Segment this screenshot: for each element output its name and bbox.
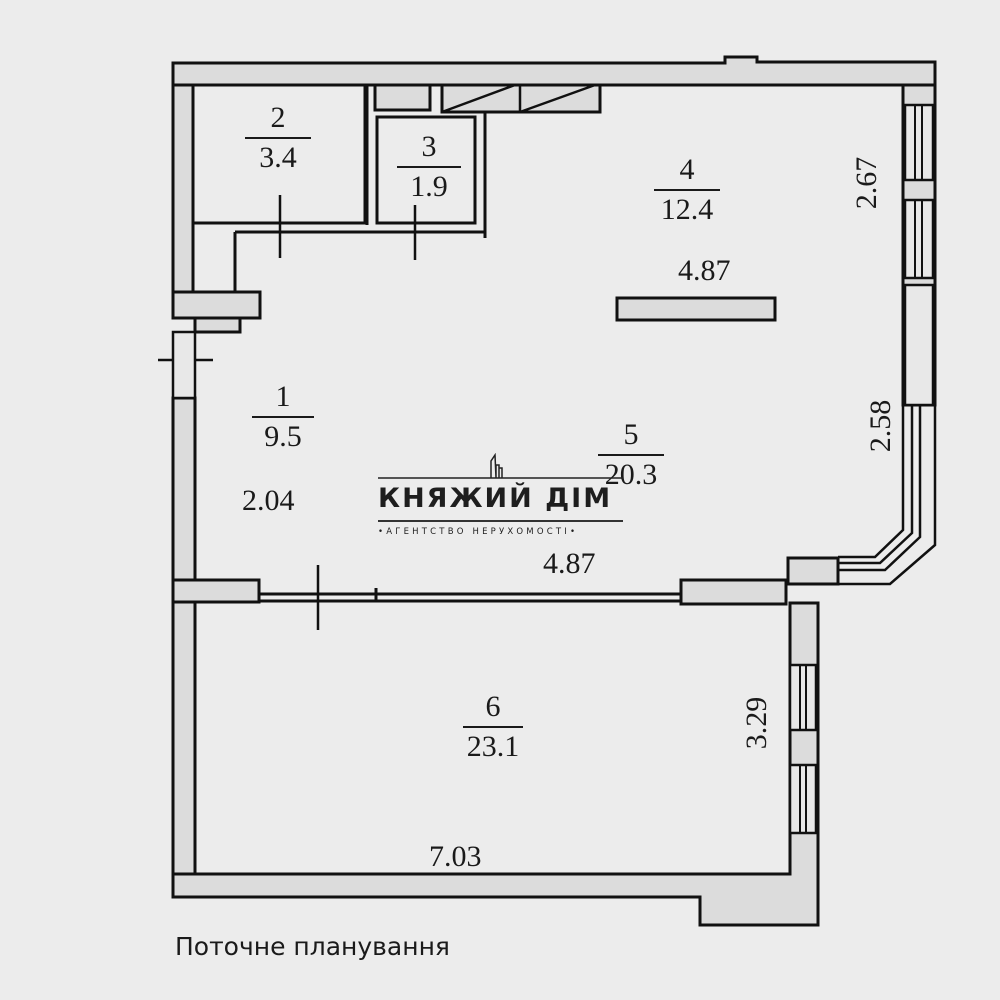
- room-6-area: 23.1: [466, 730, 520, 763]
- room-3-label: 3 1.9: [397, 132, 461, 202]
- room-2-area: 3.4: [259, 141, 297, 174]
- dim-room1-width: 2.04: [242, 484, 295, 517]
- wall-left-stub2: [193, 316, 242, 334]
- dim-room6-width: 7.03: [429, 840, 482, 873]
- wall-left-lower: [171, 600, 197, 876]
- room-1-area: 9.5: [264, 420, 302, 453]
- dim-room4-height: 2.67: [850, 156, 883, 210]
- dim-room6-height: 3.29: [740, 696, 773, 750]
- dim-room5-width: 4.87: [543, 547, 596, 580]
- room-5-label: 5 20.3: [598, 420, 664, 490]
- agency-tagline: •АГЕНТСТВО НЕРУХОМОСТІ•: [378, 526, 579, 537]
- room-2-number: 2: [270, 101, 286, 134]
- wall-left-middle: [171, 396, 197, 582]
- wall-partition-left: [171, 578, 261, 604]
- room-3-number: 3: [421, 130, 437, 163]
- room-3-area: 1.9: [410, 170, 448, 203]
- wall-bottom: [171, 601, 820, 927]
- room-4-area: 12.4: [660, 193, 714, 226]
- room-4-number: 4: [679, 153, 695, 186]
- room-6-number: 6: [485, 690, 501, 723]
- wall-partition-right: [679, 578, 788, 606]
- agency-name: КНЯЖИЙ ДІМ: [378, 483, 613, 514]
- kitchen-counter: [615, 296, 777, 322]
- room-3-outline: [375, 115, 477, 225]
- wall-top: [171, 55, 937, 87]
- building-icon: [378, 453, 623, 479]
- wall-left-upper: [171, 83, 195, 297]
- room-2-label: 2 3.4: [245, 103, 311, 173]
- room-1-label: 1 9.5: [252, 382, 314, 452]
- room-5-area: 20.3: [604, 458, 658, 491]
- dim-room4-width: 4.87: [678, 254, 731, 287]
- room-5-number: 5: [623, 418, 639, 451]
- room-1-number: 1: [275, 380, 291, 413]
- wall-right-pier: [786, 556, 840, 586]
- room-4-label: 4 12.4: [654, 155, 720, 225]
- wall-left-stub: [171, 290, 262, 320]
- dim-room5-height: 2.58: [864, 399, 897, 453]
- plan-caption: Поточне планування: [175, 932, 450, 961]
- agency-watermark-logo: КНЯЖИЙ ДІМ •АГЕНТСТВО НЕРУХОМОСТІ•: [378, 453, 623, 537]
- room-6-label: 6 23.1: [463, 692, 523, 762]
